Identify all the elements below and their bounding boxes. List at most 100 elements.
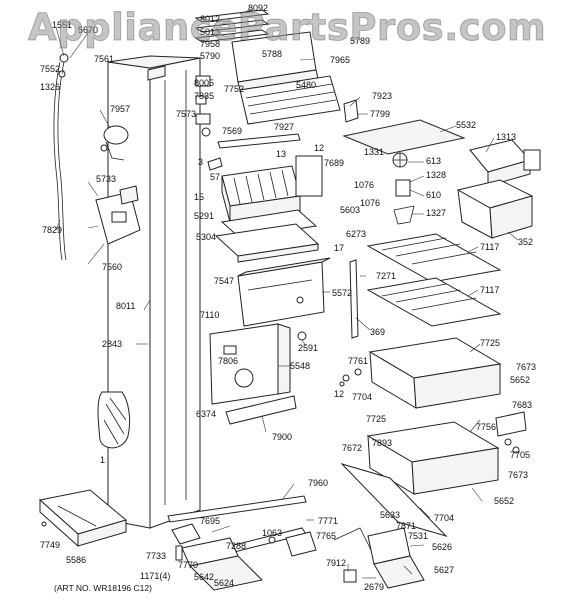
label-7569: 7569 (222, 126, 242, 136)
label-13: 13 (276, 149, 286, 159)
label-5291: 5291 (194, 211, 214, 221)
label-6374: 6374 (196, 409, 216, 419)
label-7288: 7288 (226, 541, 246, 551)
label-1331: 1331 (364, 147, 384, 157)
label-613: 613 (426, 156, 441, 166)
fasteners (339, 368, 362, 387)
upper-bracket (343, 99, 359, 123)
label-7900: 7900 (272, 432, 292, 442)
label-5013: 5013 (200, 27, 220, 37)
label-5304: 5304 (196, 232, 216, 242)
evaporator (207, 155, 323, 223)
label-1327: 1327 (426, 208, 446, 218)
damper-assembly (333, 527, 425, 589)
label-7752: 7752 (224, 84, 244, 94)
label-1313: 1313 (496, 132, 516, 142)
label-7771: 7771 (318, 516, 338, 526)
top-frame (194, 9, 341, 125)
label-352: 352 (518, 237, 533, 247)
fan-assembly (392, 152, 415, 225)
label-5548: 5548 (290, 361, 310, 371)
ice-bucket (456, 179, 534, 239)
insulation-bag (97, 391, 131, 449)
part-labels: 1551 5670 7552 7561 1326 8012 8092 5013 … (40, 3, 536, 592)
label-1326: 1326 (40, 82, 60, 92)
brackets-left (195, 95, 211, 137)
top-rail (217, 133, 301, 149)
label-8011: 8011 (116, 301, 135, 311)
label-5642: 5642 (194, 572, 214, 582)
label-1063: 1063 (262, 528, 282, 538)
leader-lines (55, 8, 519, 579)
wire-shelves (366, 233, 502, 327)
label-2679: 2679 (364, 582, 384, 592)
label-8005: 8005 (194, 78, 214, 88)
label-5532: 5532 (456, 120, 476, 130)
label-1328: 1328 (426, 170, 446, 180)
label-7756: 7756 (476, 422, 496, 432)
label-7689: 7689 (324, 158, 344, 168)
label-2591: 2591 (298, 343, 318, 353)
basket-rail (340, 462, 448, 538)
label-1551: 1551 (52, 20, 72, 30)
base-box (38, 489, 128, 548)
label-5670: 5670 (78, 25, 98, 35)
label-7271: 7271 (376, 271, 396, 281)
label-7705: 7705 (510, 450, 530, 460)
label-7672: 7672 (342, 443, 362, 453)
shelf-ladder (349, 259, 359, 339)
label-7695: 7695 (200, 516, 220, 526)
baskets (366, 337, 502, 495)
label-7957: 7957 (110, 104, 130, 114)
label-5480: 5480 (296, 80, 316, 90)
label-7547: 7547 (214, 276, 234, 286)
label-7117-a: 7117 (480, 242, 499, 252)
label-8092: 8092 (248, 3, 268, 13)
label-7806: 7806 (218, 356, 238, 366)
label-610: 610 (426, 190, 441, 200)
lower-strip (225, 395, 297, 425)
label-7923: 7923 (372, 91, 392, 101)
wire-clip (100, 125, 129, 161)
label-7761: 7761 (348, 356, 368, 366)
label-7829: 7829 (42, 225, 62, 235)
sensor-bracket (268, 531, 317, 557)
label-7110: 7110 (200, 310, 219, 320)
label-1076-a: 1076 (354, 180, 374, 190)
label-5603: 5603 (340, 205, 360, 215)
label-5627: 5627 (434, 565, 454, 575)
label-5788: 5788 (262, 49, 282, 59)
label-7733: 7733 (146, 551, 166, 561)
evaporator-covers (214, 209, 320, 263)
label-12-mid: 12 (334, 389, 344, 399)
label-1: 1 (100, 455, 105, 465)
label-7927: 7927 (274, 122, 294, 132)
label-5572: 5572 (332, 288, 352, 298)
label-5633: 5633 (380, 510, 400, 520)
label-7573: 7573 (176, 109, 196, 119)
control-module (95, 185, 141, 245)
label-369: 369 (370, 327, 385, 337)
label-5652-a: 5652 (510, 375, 530, 385)
label-7725-a: 7725 (480, 338, 500, 348)
label-7560: 7560 (102, 262, 122, 272)
label-7683: 7683 (512, 400, 532, 410)
label-7835: 7835 (194, 91, 214, 101)
rear-panel (237, 257, 331, 327)
label-7673-b: 7673 (508, 470, 528, 480)
watermark: AppliancePartsPros.com (27, 6, 547, 50)
art-number: (ART NO. WR18196 C12) (54, 583, 152, 593)
label-15: 15 (194, 192, 204, 202)
label-8012: 8012 (200, 14, 220, 24)
basket-slides (495, 411, 527, 454)
label-7893: 7893 (372, 438, 392, 448)
hinge-parts (171, 523, 264, 591)
label-7799: 7799 (370, 109, 390, 119)
label-5624: 5624 (214, 578, 234, 588)
label-5733: 5733 (96, 174, 116, 184)
label-7958: 7958 (200, 39, 220, 49)
label-5790: 5790 (200, 51, 220, 61)
label-5789: 5789 (350, 36, 370, 46)
control-housing (209, 323, 307, 405)
